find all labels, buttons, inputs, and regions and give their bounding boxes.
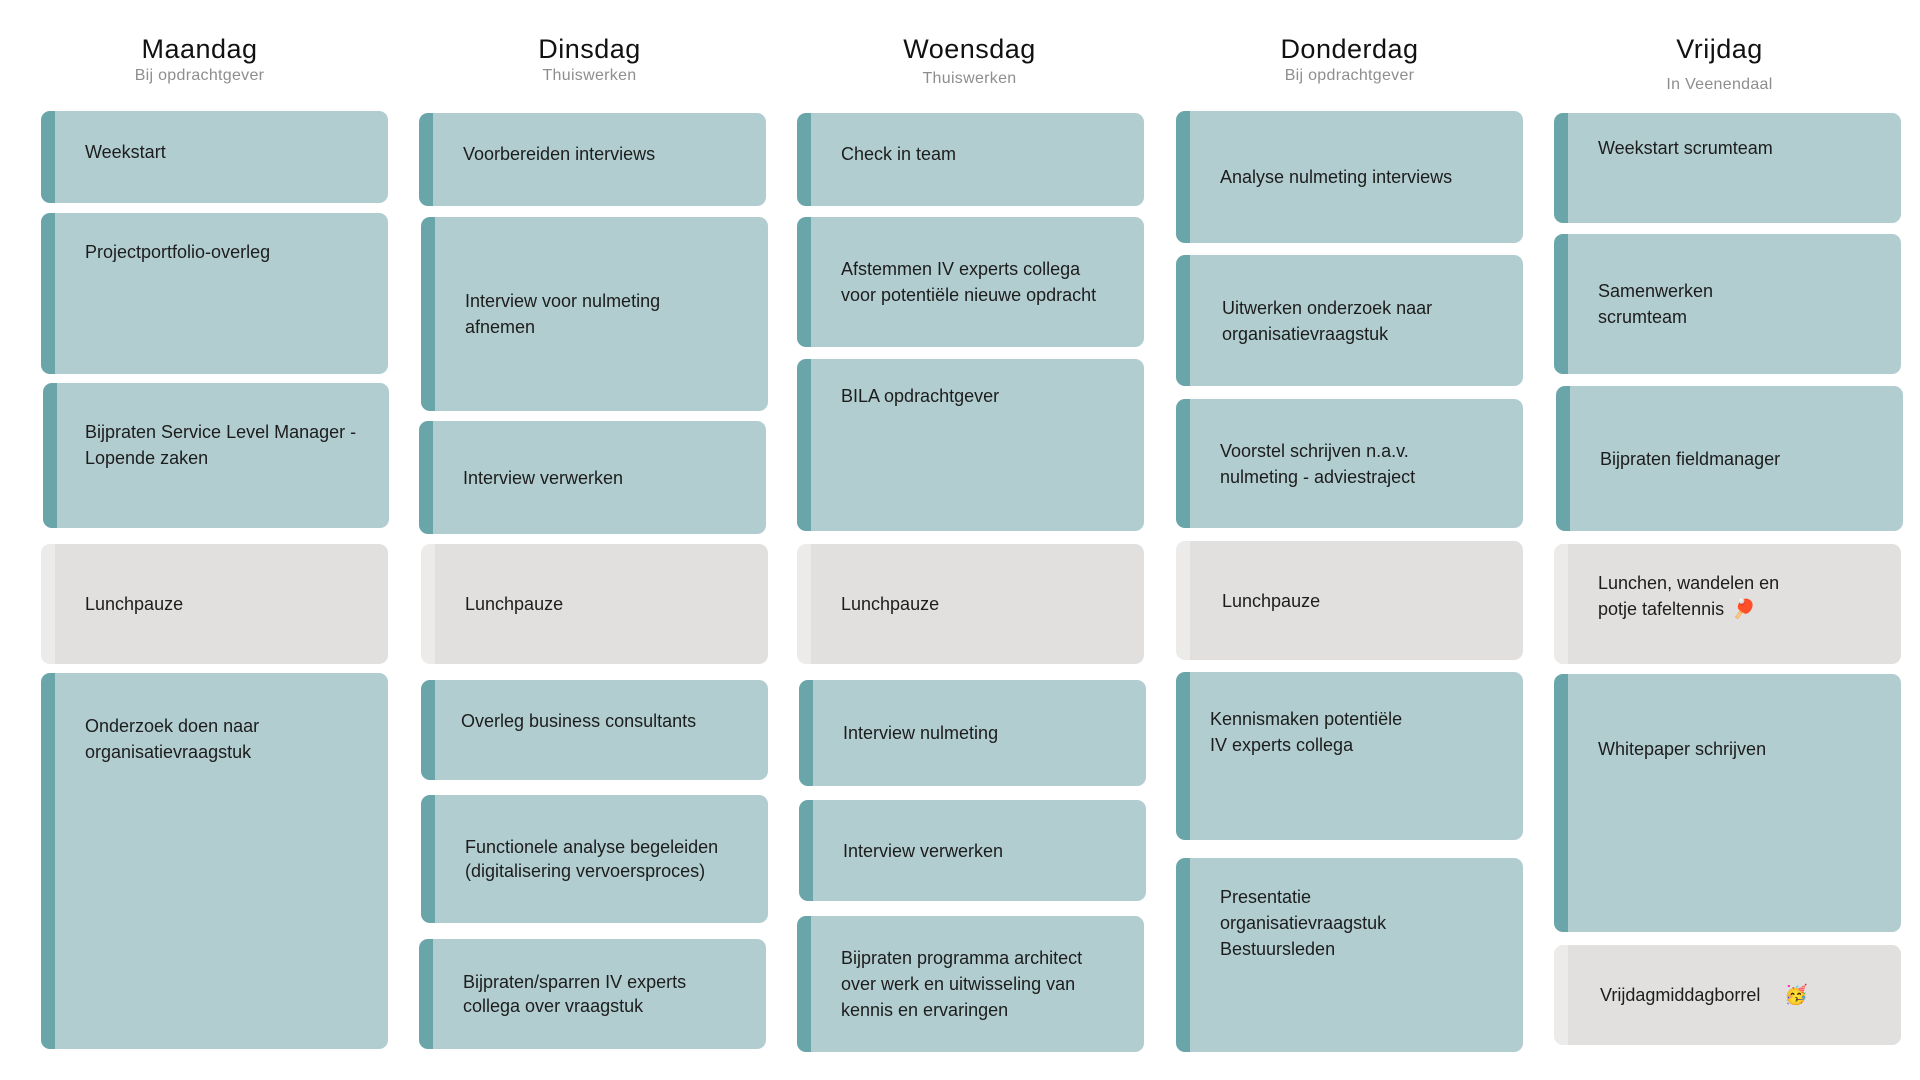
schedule-item[interactable]: BILA opdrachtgever <box>797 359 1144 531</box>
item-label: Lunchpauze <box>465 594 564 614</box>
day-header-dinsdag: Dinsdag Thuiswerken <box>417 32 762 85</box>
day-header-donderdag: Donderdag Bij opdrachtgever <box>1177 32 1522 85</box>
item-label: Whitepaper schrijven <box>1598 739 1767 759</box>
item-label: BILA opdrachtgever <box>841 386 1000 406</box>
item-label: Projectportfolio-overleg <box>85 242 271 262</box>
item-label: Functionele analyse begeleiden (digitali… <box>465 837 719 881</box>
item-label: Voorbereiden interviews <box>463 144 656 164</box>
schedule-item[interactable]: Voorbereiden interviews <box>419 113 766 206</box>
day-title: Woensdag <box>903 34 1036 64</box>
item-label: Lunchen, wandelen en potje tafeltennis🏓 <box>1598 570 1779 623</box>
item-label: Weekstart scrumteam <box>1598 138 1773 158</box>
schedule-item[interactable]: Presentatie organisatievraagstuk Bestuur… <box>1176 858 1523 1052</box>
item-label: Analyse nulmeting interviews <box>1220 167 1453 187</box>
day-title: Vrijdag <box>1676 34 1763 64</box>
day-location: Bij opdrachtgever <box>134 67 265 84</box>
day-header-vrijdag: Vrijdag In Veenendaal <box>1547 32 1892 94</box>
schedule-item[interactable]: Uitwerken onderzoek naar organisatievraa… <box>1176 255 1523 386</box>
schedule-item[interactable]: Bijpraten fieldmanager <box>1556 386 1903 531</box>
item-label: Bijpraten programma architect over werk … <box>841 948 1083 1020</box>
item-label: Uitwerken onderzoek naar organisatievraa… <box>1222 297 1433 344</box>
item-text: Lunchen, wandelen en potje tafeltennis <box>1598 573 1780 619</box>
day-location: Thuiswerken <box>922 70 1017 87</box>
schedule-item[interactable]: Interview verwerken <box>799 800 1146 901</box>
lunch-break-item[interactable]: Lunchpauze <box>797 544 1144 664</box>
schedule-item[interactable]: Analyse nulmeting interviews <box>1176 111 1523 243</box>
item-label: Lunchpauze <box>841 594 940 614</box>
schedule-item[interactable]: Interview nulmeting <box>799 680 1146 786</box>
day-header-maandag: Maandag Bij opdrachtgever <box>27 32 372 85</box>
day-location: Thuiswerken <box>542 67 637 84</box>
lunch-break-item[interactable]: Lunchpauze <box>41 544 388 664</box>
item-label: Weekstart <box>85 142 166 162</box>
item-label: Presentatie organisatievraagstuk Bestuur… <box>1220 887 1387 959</box>
item-label: Lunchpauze <box>1222 590 1321 611</box>
schedule-item[interactable]: Bijpraten Service Level Manager - Lopend… <box>43 383 389 528</box>
schedule-item[interactable]: Bijpraten/sparren IV experts collega ove… <box>419 939 766 1049</box>
schedule-item[interactable]: Bijpraten programma architect over werk … <box>797 916 1144 1052</box>
schedule-item[interactable]: Overleg business consultants <box>421 680 768 780</box>
item-label: Vrijdagmiddagborrel 🥳 <box>1600 982 1808 1009</box>
item-label: Overleg business consultants <box>461 711 697 731</box>
item-label: Voorstel schrijven n.a.v. nulmeting - ad… <box>1220 440 1416 487</box>
schedule-item[interactable]: Afstemmen IV experts collega voor potent… <box>797 217 1144 347</box>
item-label: Samenwerken scrumteam <box>1598 281 1714 327</box>
item-label: Interview verwerken <box>463 467 624 488</box>
schedule-item[interactable]: Interview verwerken <box>419 421 766 534</box>
schedule-item[interactable]: Samenwerken scrumteam <box>1554 234 1901 374</box>
schedule-item[interactable]: Voorstel schrijven n.a.v. nulmeting - ad… <box>1176 399 1523 528</box>
friday-drinks-item[interactable]: Vrijdagmiddagborrel 🥳 <box>1554 945 1901 1045</box>
lunch-break-item[interactable]: Lunchpauze <box>421 544 768 664</box>
schedule-item[interactable]: Onderzoek doen naar organisatievraagstuk <box>41 673 388 1049</box>
day-location: Bij opdrachtgever <box>1284 67 1415 84</box>
day-location: In Veenendaal <box>1666 76 1773 93</box>
schedule-item[interactable]: Projectportfolio-overleg <box>41 213 388 374</box>
schedule-item[interactable]: Weekstart <box>41 111 388 203</box>
lunch-break-item[interactable]: Lunchen, wandelen en potje tafeltennis🏓 <box>1554 544 1901 664</box>
schedule-item[interactable]: Whitepaper schrijven <box>1554 674 1901 932</box>
item-label: Afstemmen IV experts collega voor potent… <box>841 259 1097 305</box>
day-title: Donderdag <box>1280 34 1419 64</box>
item-label: Bijpraten Service Level Manager - Lopend… <box>85 422 357 468</box>
item-label: Kennismaken potentiële IV experts colleg… <box>1210 709 1403 755</box>
schedule-item[interactable]: Functionele analyse begeleiden (digitali… <box>421 795 768 923</box>
schedule-item[interactable]: Kennismaken potentiële IV experts colleg… <box>1176 672 1523 840</box>
item-text: Vrijdagmiddagborrel <box>1600 984 1761 1005</box>
item-label: Check in team <box>841 144 957 164</box>
lunch-break-item[interactable]: Lunchpauze <box>1176 541 1523 660</box>
schedule-item[interactable]: Interview voor nulmeting afnemen <box>421 217 768 411</box>
party-face-icon: 🥳 <box>1784 984 1809 1006</box>
item-label: Bijpraten/sparren IV experts collega ove… <box>463 972 687 1016</box>
item-label: Onderzoek doen naar organisatievraagstuk <box>85 716 260 762</box>
day-title: Dinsdag <box>538 34 641 64</box>
item-label: Interview verwerken <box>843 840 1004 861</box>
schedule-item[interactable]: Check in team <box>797 113 1144 206</box>
item-label: Interview voor nulmeting afnemen <box>465 291 661 337</box>
schedule-item[interactable]: Weekstart scrumteam <box>1554 113 1901 223</box>
item-label: Interview nulmeting <box>843 723 999 743</box>
item-label: Lunchpauze <box>85 594 184 614</box>
day-title: Maandag <box>141 34 258 64</box>
ping-pong-icon: 🏓 <box>1732 599 1756 620</box>
day-header-woensdag: Woensdag Thuiswerken <box>797 32 1142 88</box>
item-label: Bijpraten fieldmanager <box>1600 448 1781 469</box>
